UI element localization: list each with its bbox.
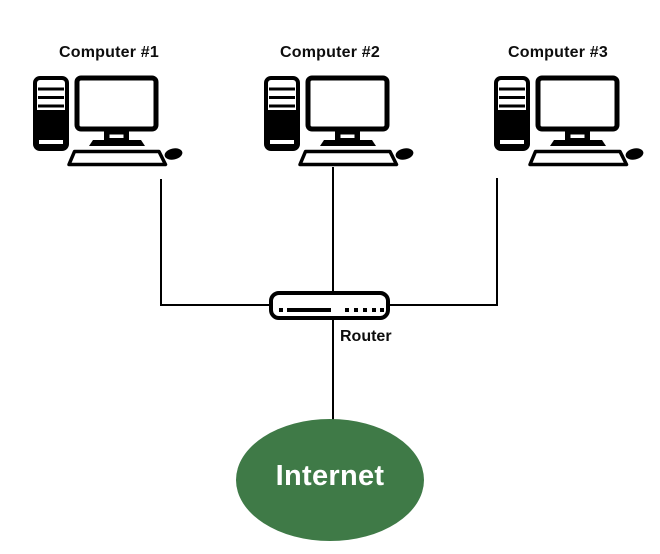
desktop-computer-icon: [264, 70, 414, 168]
router-led-dot: [363, 308, 367, 312]
connector-computer3-horizontal: [388, 304, 498, 306]
router-led-dot: [354, 308, 358, 312]
router-port-square: [279, 308, 283, 312]
router-led-dot: [372, 308, 376, 312]
desktop-computer-icon: [33, 70, 183, 168]
connector-computer1-vertical: [160, 179, 162, 306]
internet-label: Internet: [275, 459, 385, 492]
connector-router-internet: [332, 317, 334, 420]
router-led-dot: [380, 308, 384, 312]
computer-3-label: Computer #3: [508, 44, 608, 61]
computer-2-label: Computer #2: [280, 44, 380, 61]
router-label: Router: [340, 328, 392, 345]
connector-computer1-horizontal: [160, 304, 272, 306]
connector-computer3-vertical: [496, 178, 498, 306]
router-icon: [269, 291, 390, 320]
connector-computer2-vertical: [332, 167, 334, 294]
computer-1-label: Computer #1: [59, 44, 159, 61]
router-front-bar: [287, 308, 331, 312]
internet-node: Internet: [236, 419, 424, 541]
router-led-dot: [345, 308, 349, 312]
desktop-computer-icon: [494, 70, 644, 168]
